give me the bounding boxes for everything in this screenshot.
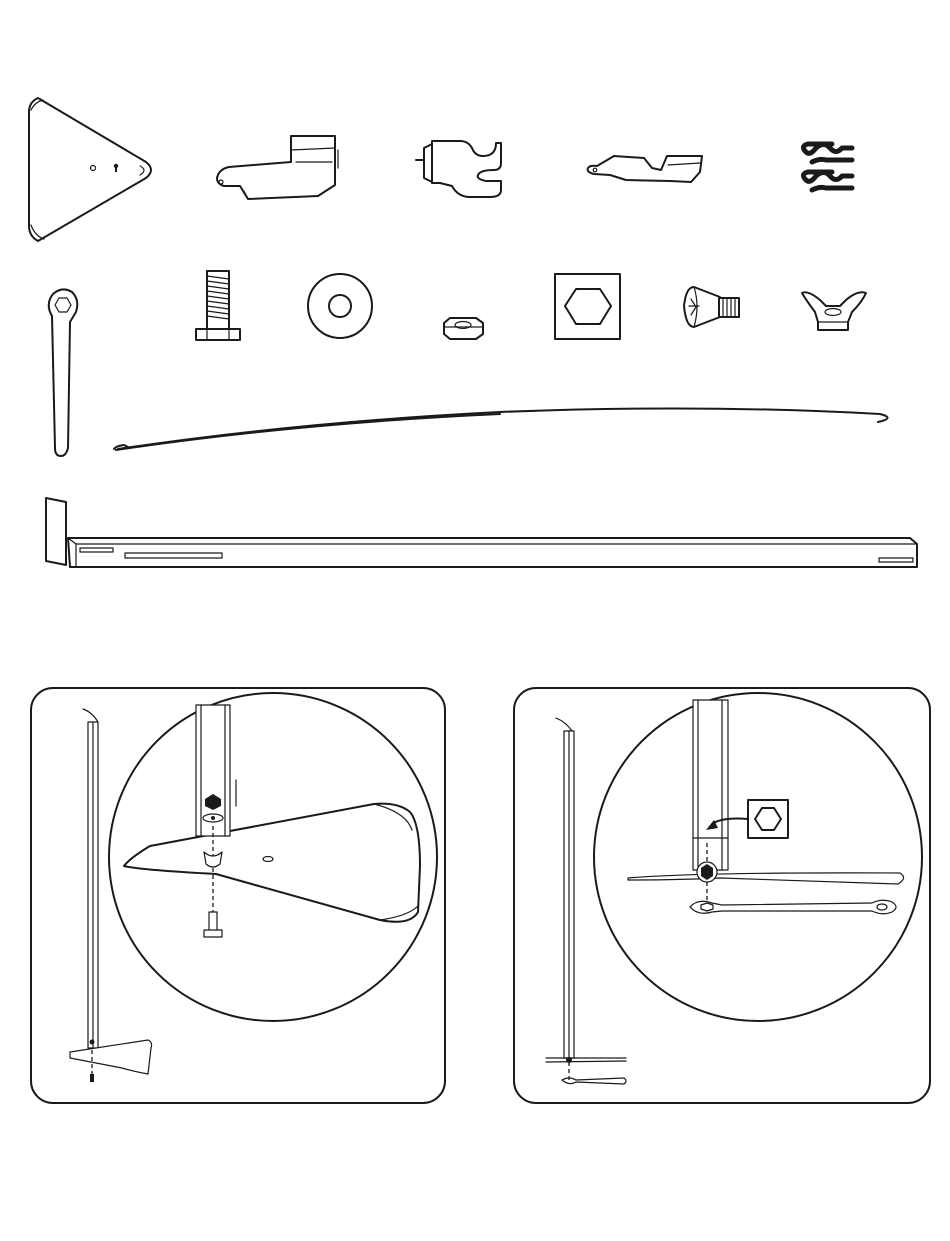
step-2-panel [514, 688, 930, 1103]
wrench-icon [49, 289, 78, 456]
hex-bolt-icon [196, 271, 240, 340]
hex-key-symbol-icon [555, 274, 620, 339]
flat-bracket-icon [588, 156, 702, 182]
wing-nut-icon [802, 292, 866, 330]
triangular-base-plate-icon [29, 98, 151, 241]
long-pole-icon [46, 498, 917, 567]
phillips-screw-icon [684, 287, 739, 327]
step-1-panel [31, 688, 445, 1103]
washer-icon [308, 274, 372, 338]
spring-clip-icon [803, 144, 852, 190]
curved-wire-icon [114, 408, 888, 450]
hex-nut-icon [444, 318, 483, 339]
fork-clamp-icon [416, 141, 501, 197]
angled-bracket-icon [217, 136, 338, 199]
